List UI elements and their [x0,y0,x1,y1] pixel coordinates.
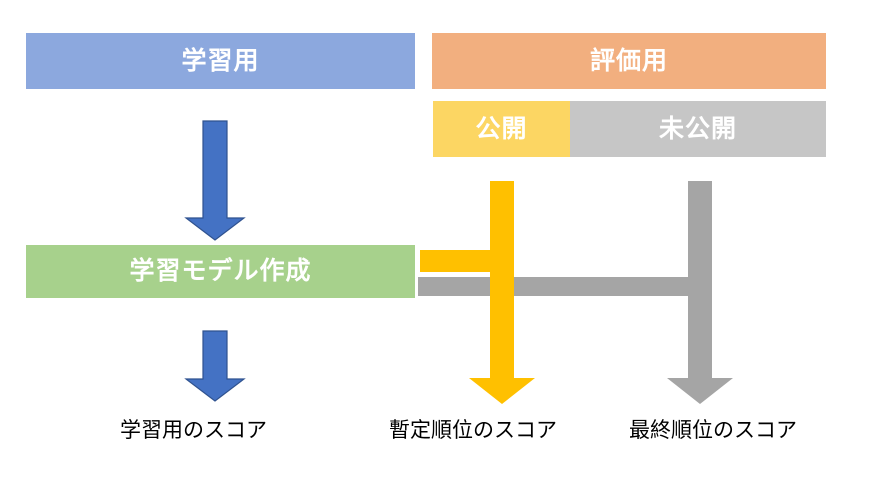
box-training-model: 学習モデル作成 [26,245,415,298]
box-private: 未公開 [570,101,826,157]
box-public: 公開 [433,101,570,157]
arrow-training-to-model-icon [184,120,246,241]
caption-interim-score: 暫定順位のスコア [389,419,557,442]
connector-model-to-private [418,277,700,296]
box-training: 学習用 [26,33,415,89]
connector-model-to-public [420,250,500,272]
caption-training-score: 学習用のスコア [120,419,267,442]
arrow-public-to-interim-score-icon [469,181,535,404]
arrow-private-to-final-score-icon [667,181,733,404]
arrow-model-to-training-score-icon [184,330,246,402]
box-evaluation: 評価用 [432,33,826,89]
caption-final-score: 最終順位のスコア [629,419,797,442]
